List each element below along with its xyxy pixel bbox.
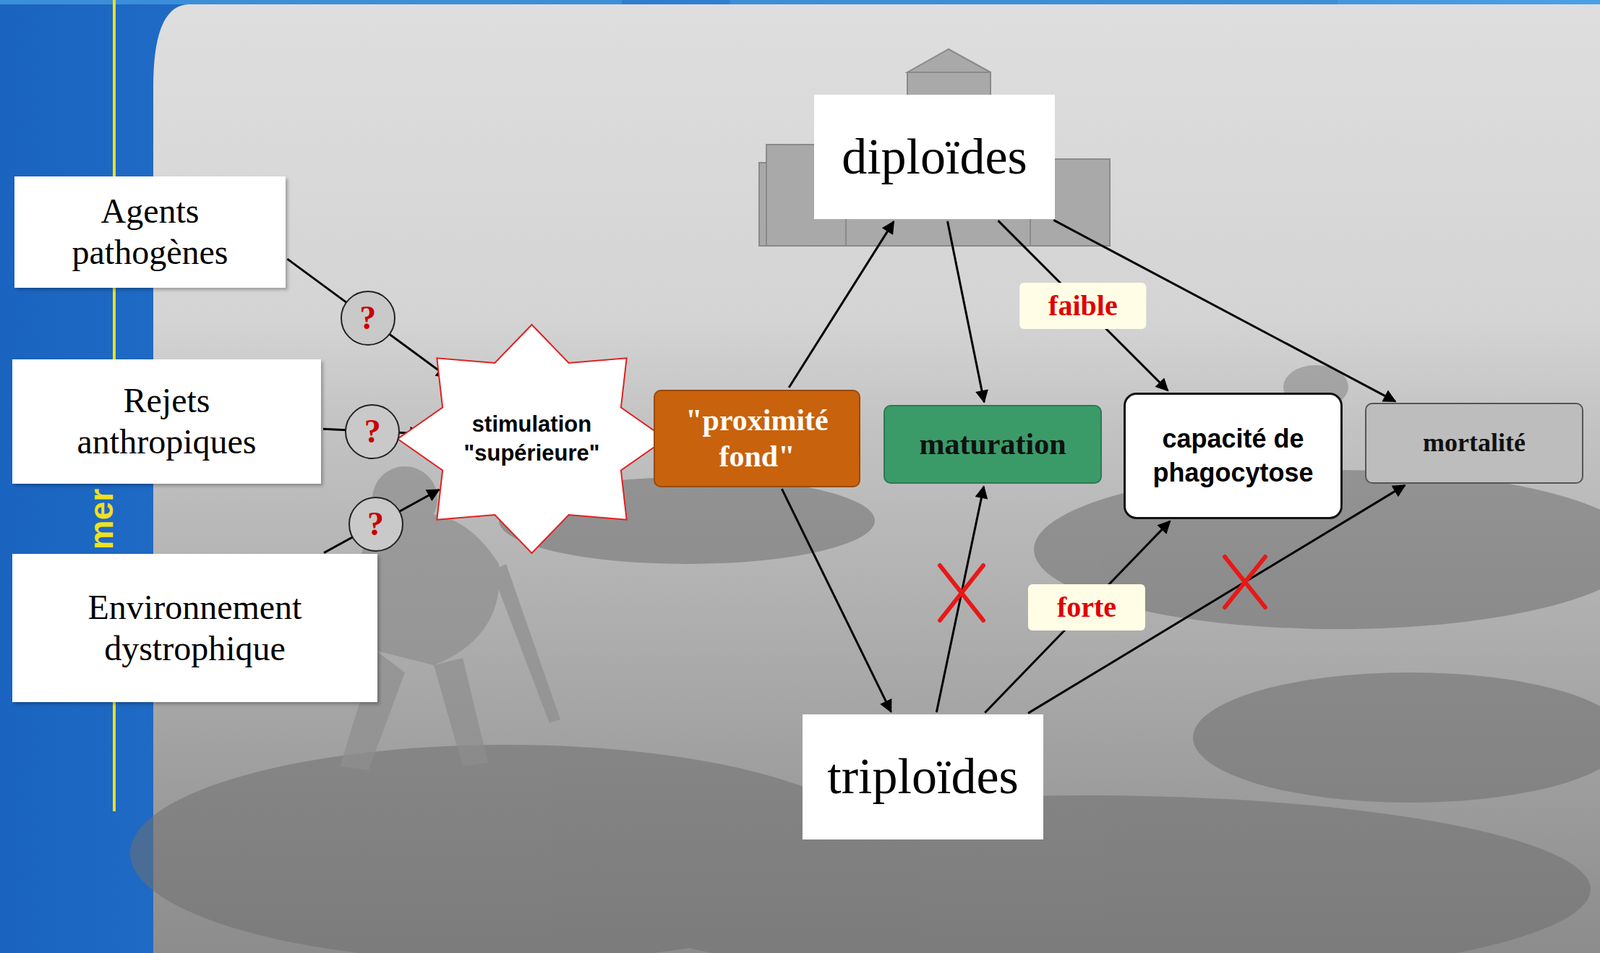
question-badge: ? — [340, 290, 396, 346]
cross-mark — [939, 565, 984, 621]
arrow-connector — [936, 486, 984, 713]
source-box: Agents pathogènes — [14, 176, 286, 288]
top-bar — [730, 0, 1338, 5]
arrow-connector — [788, 221, 894, 388]
effect-box: maturation — [883, 404, 1102, 484]
question-badge: ? — [348, 496, 404, 552]
effect-box: mortalité — [1365, 402, 1584, 484]
node-text: maturation — [919, 425, 1067, 462]
edge-label: forte — [1028, 584, 1146, 631]
arrow-connector — [1028, 485, 1405, 713]
node-text: stimulation "supérieure" — [448, 409, 616, 469]
node-text: triploïdes — [827, 747, 1018, 807]
effect-box: capacité de phagocytose — [1123, 392, 1343, 520]
top-bar — [0, 0, 622, 5]
star-outline — [397, 324, 666, 554]
arrow-connector — [947, 221, 985, 402]
fort — [759, 49, 1110, 246]
side-label: mer — [81, 488, 121, 550]
arrow-connector — [998, 220, 1169, 391]
arrow-connector — [323, 489, 439, 553]
node-text: Agents pathogènes — [41, 190, 259, 273]
source-box: Environnement dystrophique — [12, 553, 378, 703]
stimulus-star: stimulation "supérieure" — [397, 324, 666, 554]
question-badge: ? — [344, 404, 400, 460]
arrow-connector — [781, 488, 891, 712]
node-text: diploïdes — [841, 127, 1028, 187]
node-text: Rejets anthropiques — [58, 380, 276, 462]
source-box: Rejets anthropiques — [12, 359, 322, 484]
seaweed — [130, 469, 1600, 953]
edge-label: faible — [1019, 282, 1147, 329]
node-text: mortalité — [1422, 427, 1526, 459]
condition-box: "proximité fond" — [653, 389, 861, 488]
group-box: diploïdes — [814, 94, 1055, 220]
node-text: Environnement dystrophique — [50, 587, 340, 669]
cross-mark — [1224, 556, 1266, 608]
group-box: triploïdes — [802, 714, 1044, 840]
arrow-connector — [1053, 219, 1396, 402]
node-text: "proximité fond" — [670, 401, 844, 476]
node-text: capacité de phagocytose — [1148, 422, 1319, 491]
